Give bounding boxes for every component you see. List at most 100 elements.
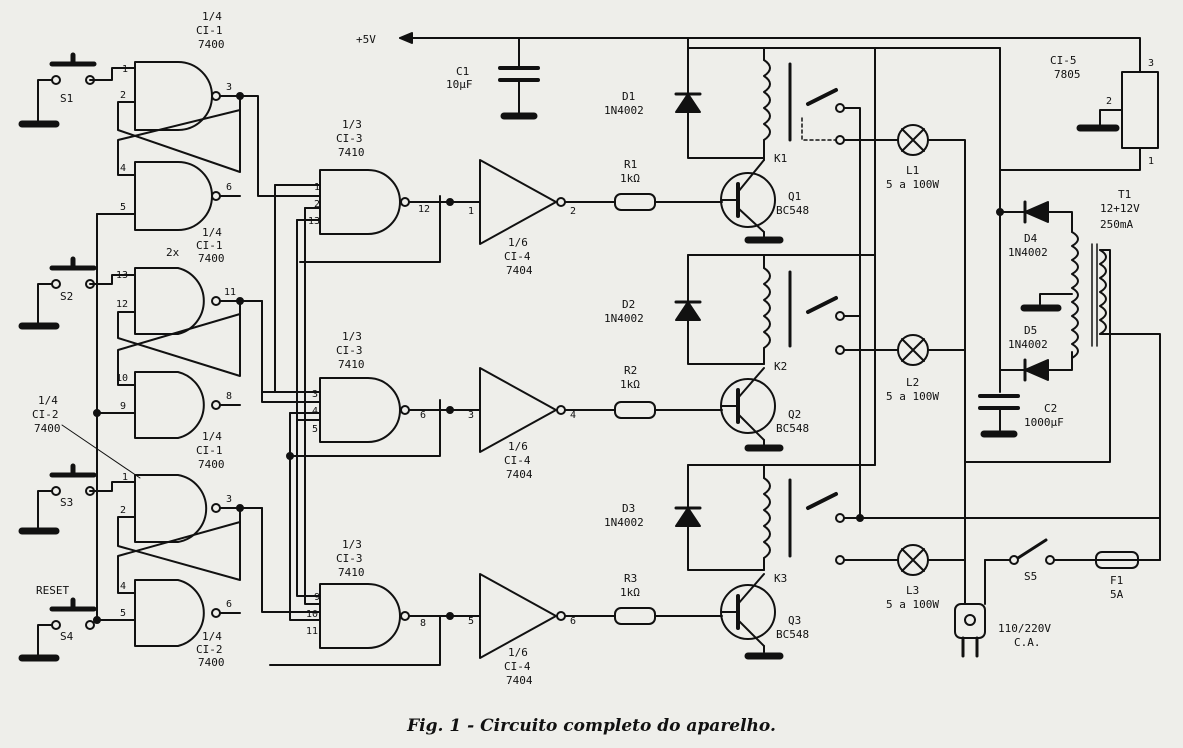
d2-type: 1N4002 bbox=[604, 312, 644, 325]
gate5-pin-a: 1 bbox=[122, 472, 128, 483]
f1-value: 5A bbox=[1110, 588, 1124, 601]
gate5-ic: CI-1 bbox=[196, 444, 223, 457]
l3-ref: L3 bbox=[906, 584, 919, 597]
l2-rating: 5 a 100W bbox=[886, 390, 939, 403]
regulator-ref: CI-5 bbox=[1050, 54, 1077, 67]
gate2-pin-a: 4 bbox=[120, 163, 126, 174]
gate3-type: 7400 bbox=[198, 252, 225, 265]
nand3-1-pin-out: 12 bbox=[418, 204, 430, 215]
figure-caption: Fig. 1 - Circuito completo do aparelho. bbox=[407, 716, 776, 736]
lamp-l1 bbox=[897, 124, 966, 601]
transformer-ref: T1 bbox=[1118, 188, 1131, 201]
gate1-ic: CI-1 bbox=[196, 24, 223, 37]
capacitor-c1 bbox=[498, 66, 540, 120]
transistor-q1 bbox=[720, 155, 784, 244]
d3-type: 1N4002 bbox=[604, 516, 644, 529]
r2-value: 1kΩ bbox=[620, 378, 640, 391]
ci2-callout-ic: CI-2 bbox=[32, 408, 59, 421]
f1-ref: F1 bbox=[1110, 574, 1123, 587]
mains-switch-s5 bbox=[1009, 538, 1097, 565]
inv3-pin-in: 5 bbox=[468, 616, 474, 627]
inv1-pin-in: 1 bbox=[468, 206, 474, 217]
k2-ref: K2 bbox=[774, 360, 787, 373]
q1-ref: Q1 bbox=[788, 190, 801, 203]
r3-value: 1kΩ bbox=[620, 586, 640, 599]
r1-value: 1kΩ bbox=[620, 172, 640, 185]
inv1-ic: CI-4 bbox=[504, 250, 531, 263]
fuse-f1 bbox=[1095, 551, 1161, 569]
transformer-voltage: 12+12V bbox=[1100, 202, 1140, 215]
nand3-3-type: 7410 bbox=[338, 566, 365, 579]
inv3-ic: CI-4 bbox=[504, 660, 531, 673]
resistor-r2 bbox=[614, 401, 723, 419]
c1-value: 10µF bbox=[446, 78, 473, 91]
q1-type: BC548 bbox=[776, 204, 809, 217]
gate6-pin-out: 6 bbox=[226, 599, 232, 610]
inverter-1 bbox=[479, 159, 616, 245]
l2-ref: L2 bbox=[906, 376, 919, 389]
c2-value: 1000µF bbox=[1024, 416, 1064, 429]
regulator-ci5 bbox=[1076, 71, 1159, 149]
k1-ref: K1 bbox=[774, 152, 787, 165]
d5-ref: D5 bbox=[1024, 324, 1037, 337]
inv1-type: 7404 bbox=[506, 264, 533, 277]
gate3-pin-b: 12 bbox=[116, 299, 128, 310]
supply-rail bbox=[399, 32, 1141, 466]
relay-k2-contacts bbox=[806, 296, 899, 355]
s5-ref: S5 bbox=[1024, 570, 1037, 583]
inv2-pin-in: 3 bbox=[468, 410, 474, 421]
q2-type: BC548 bbox=[776, 422, 809, 435]
gate5-pin-out: 3 bbox=[226, 494, 232, 505]
q2-ref: Q2 bbox=[788, 408, 801, 421]
diode-d5 bbox=[999, 351, 1073, 382]
nand3-3-pin-c: 11 bbox=[306, 626, 318, 637]
gate5-part: 1/4 bbox=[202, 430, 222, 443]
d1-ref: D1 bbox=[622, 90, 635, 103]
relay-k3-coil bbox=[674, 464, 792, 571]
nand3-2-pin-a: 3 bbox=[312, 389, 318, 400]
inv3-part: 1/6 bbox=[508, 646, 528, 659]
nand3-2-pin-c: 5 bbox=[312, 424, 318, 435]
gate4-pin-out: 8 bbox=[226, 391, 232, 402]
reset-label: RESET bbox=[36, 584, 69, 597]
s2-ref: S2 bbox=[60, 290, 73, 303]
nand3-1-pin-c: 13 bbox=[308, 216, 320, 227]
gate1-pin-a: 1 bbox=[122, 64, 128, 75]
gate4-pin-b: 9 bbox=[120, 401, 126, 412]
nand-gate-ci1-d bbox=[117, 313, 241, 439]
s1-ref: S1 bbox=[60, 92, 73, 105]
transistor-q2 bbox=[720, 367, 784, 452]
k3-ref: K3 bbox=[774, 572, 787, 585]
gate2-pin-out: 6 bbox=[226, 182, 232, 193]
gate6-ic: CI-2 bbox=[196, 643, 223, 656]
nand3-1-ic: CI-3 bbox=[336, 132, 363, 145]
transformer-t1 bbox=[964, 231, 1161, 561]
switch-s3 bbox=[18, 463, 136, 535]
nand3-3-pin-b: 10 bbox=[306, 609, 318, 620]
gate6-pin-b: 5 bbox=[120, 608, 126, 619]
enable-bus bbox=[269, 184, 441, 666]
nand3-1-pin-b: 2 bbox=[314, 199, 320, 210]
nand3-2-part: 1/3 bbox=[342, 330, 362, 343]
gate1-type: 7400 bbox=[198, 38, 225, 51]
nand3-3-pin-out: 8 bbox=[420, 618, 426, 629]
mains-plug bbox=[954, 559, 1011, 658]
s3-ref: S3 bbox=[60, 496, 73, 509]
gate3-ic: CI-1 bbox=[196, 239, 223, 252]
inv3-pin-out: 6 bbox=[570, 616, 576, 627]
labels: +5V C1 10µF S1 S2 S3 S4 RESET 1/4 CI-1 7… bbox=[32, 10, 1154, 687]
nand-gate-ci2 bbox=[117, 521, 241, 647]
mains-type: C.A. bbox=[1014, 636, 1041, 649]
l3-rating: 5 a 100W bbox=[886, 598, 939, 611]
gate1-pin-b: 2 bbox=[120, 90, 126, 101]
vcc-label: +5V bbox=[356, 33, 376, 46]
nand-gate-ci1-c bbox=[117, 267, 241, 377]
r3-ref: R3 bbox=[624, 572, 637, 585]
nand3-2-ic: CI-3 bbox=[336, 344, 363, 357]
nand3-3-part: 1/3 bbox=[342, 538, 362, 551]
inv2-type: 7404 bbox=[506, 468, 533, 481]
inv1-pin-out: 2 bbox=[570, 206, 576, 217]
lamp-l3 bbox=[897, 544, 966, 576]
d3-ref: D3 bbox=[622, 502, 635, 515]
